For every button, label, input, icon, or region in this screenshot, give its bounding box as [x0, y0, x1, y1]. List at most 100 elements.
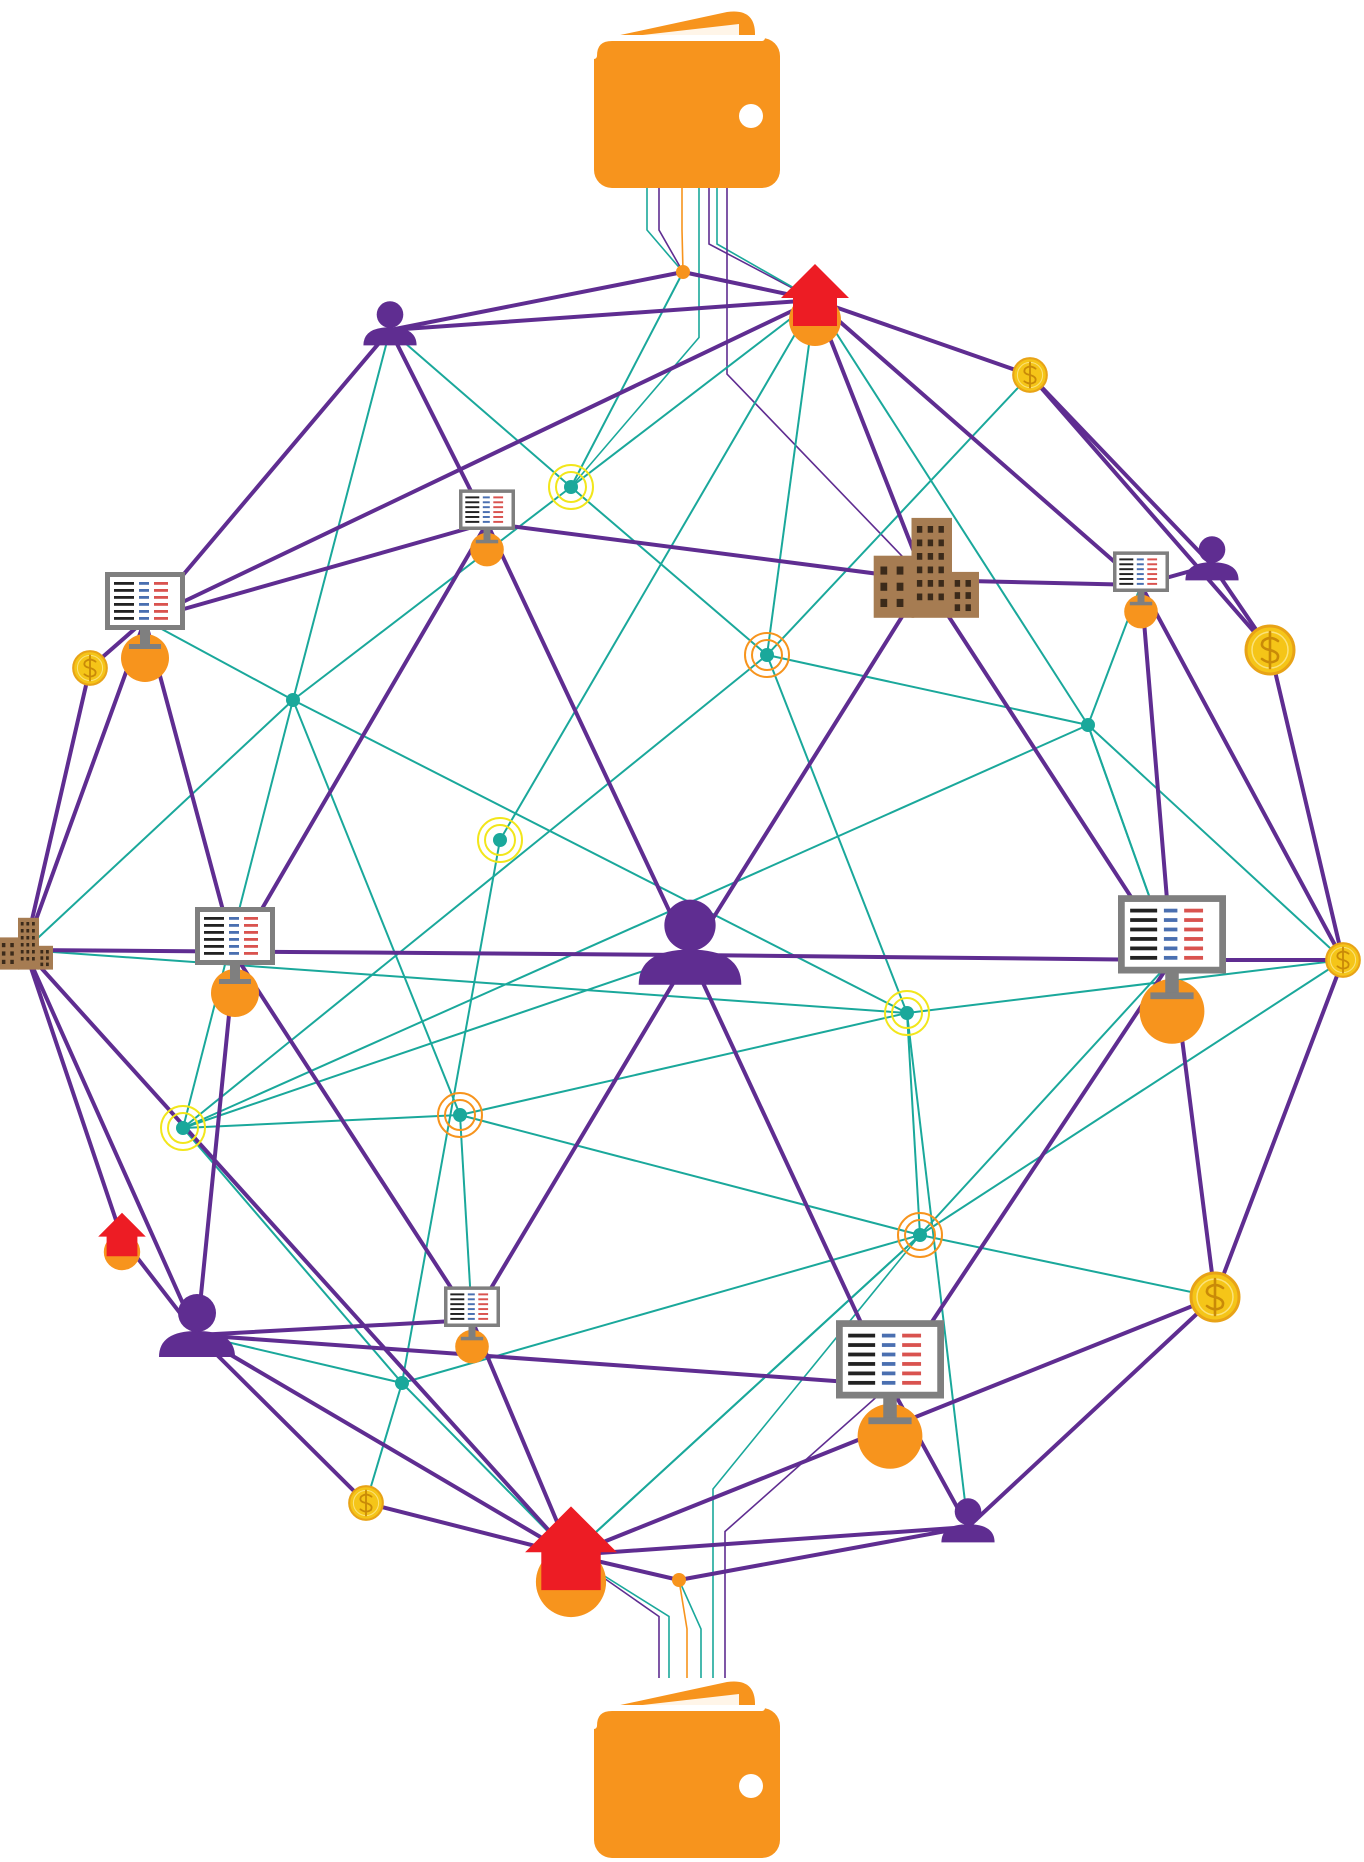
monitor-node-monitor-top-mid — [459, 489, 515, 567]
purple-edge-monitor-top-mid-to-monitor-left-mid — [233, 521, 489, 957]
monitor-node-monitor-lower-mid — [444, 1286, 500, 1364]
person-node-person-right — [1185, 536, 1239, 581]
hub-node-hub-3 — [477, 817, 523, 863]
teal-edge-hub-4-to-hub-7 — [906, 1012, 921, 1236]
teal-edge-house-top-to-hub-2 — [766, 299, 816, 656]
purple-edge-coin-far-right-to-coin-lower-right — [1213, 958, 1345, 1299]
teal-edge-dot-2-to-hub-5 — [182, 724, 1089, 1129]
monitor-node-monitor-left-mid — [195, 907, 275, 1017]
teal-edge-hub-5-to-hub-6 — [182, 1114, 461, 1129]
person-node-person-center — [638, 899, 742, 985]
feed-line-top-6 — [726, 188, 926, 581]
hub-node-hub-5 — [160, 1105, 206, 1151]
teal-edge-hub-5-to-dot-3 — [182, 1127, 403, 1384]
teal-edge-hub-1-to-dot-1 — [292, 486, 572, 701]
person-node-person-left-bottom — [159, 1294, 235, 1357]
purple-edge-coin-right-to-coin-far-right — [1268, 648, 1345, 962]
hub-node-hub-6 — [437, 1092, 483, 1138]
person-node-person-top — [363, 301, 417, 346]
monitor-node-monitor-right-mid — [1118, 895, 1226, 1044]
dot-node-dot-3 — [395, 1376, 409, 1390]
teal-edge-hub-6-to-monitor-lower-mid — [459, 1114, 473, 1321]
teal-edge-hub-3-to-dot-3 — [401, 839, 501, 1384]
feed-line-bottom-5 — [724, 1384, 891, 1678]
coin-node-coin-lower-right — [1189, 1271, 1241, 1323]
building-node-building-left — [0, 917, 53, 970]
purple-edge-person-top-to-junction-top — [388, 270, 685, 332]
feed-line-top-3 — [570, 188, 700, 488]
teal-edge-hub-7-to-house-bottom — [570, 1234, 921, 1556]
purple-edge-building-left-to-house-left-small — [23, 948, 124, 1240]
feed-line-bottom-2 — [678, 1579, 688, 1678]
nodes — [0, 264, 1361, 1618]
junction-node-junction-bottom — [672, 1573, 686, 1587]
feed-line-bottom-3 — [678, 1579, 702, 1678]
teal-edge-house-top-to-hub-3 — [499, 299, 816, 841]
purple-edge-house-top-to-coin-top-right — [813, 298, 1032, 377]
purple-edge-building-left-to-person-left-bottom — [23, 948, 199, 1337]
dot-node-dot-2 — [1081, 718, 1095, 732]
teal-edge-hub-2-to-dot-2 — [766, 654, 1089, 726]
teal-edge-house-top-to-hub-1 — [570, 299, 816, 488]
teal-edge-coin-far-right-to-hub-7 — [919, 959, 1344, 1236]
purple-edge-junction-bottom-to-person-bottom-right — [677, 1525, 970, 1582]
purple-edge-person-left-bottom-to-monitor-lower-mid — [195, 1318, 474, 1337]
purple-edge-monitor-left-mid-to-monitor-lower-mid — [233, 953, 474, 1322]
feed-line-top-2 — [681, 188, 684, 273]
purple-edge-person-left-bottom-to-monitor-lower-right — [195, 1333, 892, 1387]
purple-edge-monitor-upper-left-to-building-left — [23, 618, 147, 952]
teal-edge-person-top-to-dot-1 — [292, 329, 391, 701]
purple-edges — [23, 270, 1345, 1582]
coin-node-coin-left — [72, 650, 108, 686]
teal-edge-dot-1-to-hub-4 — [292, 699, 908, 1014]
wallet-icon — [591, 1681, 780, 1858]
teal-edge-hub-2-to-hub-4 — [766, 654, 908, 1014]
purple-edge-person-top-to-monitor-upper-left — [143, 328, 392, 622]
purple-edge-person-center-to-monitor-right-mid — [688, 953, 1174, 962]
teal-edge-dot-2-to-coin-far-right — [1087, 724, 1344, 961]
purple-edge-monitor-top-mid-to-building-mid — [485, 521, 927, 582]
teal-edge-hub-6-to-hub-4 — [459, 1012, 908, 1116]
monitor-node-monitor-upper-right — [1113, 551, 1169, 629]
wallets — [591, 11, 780, 1858]
teal-edge-hub-4-to-coin-far-right — [906, 959, 1344, 1014]
monitor-node-monitor-upper-left — [105, 572, 185, 682]
teal-edge-hub-6-to-hub-7 — [459, 1114, 921, 1236]
dot-node-dot-1 — [286, 693, 300, 707]
monitor-node-monitor-lower-right — [836, 1320, 944, 1469]
purple-edge-person-center-to-building-mid — [688, 578, 927, 957]
house-node-house-bottom — [525, 1506, 617, 1618]
purple-edge-building-left-to-person-center — [23, 948, 692, 957]
coin-node-coin-top-right — [1012, 357, 1048, 393]
purple-edge-house-top-to-monitor-upper-left — [143, 298, 817, 622]
teal-edge-hub-7-to-coin-lower-right — [919, 1234, 1216, 1298]
feed-line-top-1 — [658, 188, 684, 273]
purple-edge-monitor-left-mid-to-person-left-bottom — [195, 953, 237, 1337]
teal-edge-hub-1-to-hub-2 — [570, 486, 768, 656]
purple-edge-house-top-to-building-mid — [813, 298, 927, 582]
wallet-icon — [591, 11, 780, 188]
purple-edge-coin-top-right-to-coin-right — [1028, 373, 1272, 652]
wallet-feed-lines — [570, 188, 926, 1678]
purple-edge-person-top-to-house-top — [388, 298, 817, 332]
teal-edge-dot-1-to-building-left — [24, 699, 294, 951]
teal-edge-hub-5-to-person-center — [182, 954, 691, 1129]
hub-node-hub-7 — [897, 1212, 943, 1258]
purple-edge-monitor-upper-right-to-coin-far-right — [1139, 583, 1345, 962]
purple-edge-coin-top-right-to-person-right — [1028, 373, 1214, 567]
teal-edge-hub-2-to-hub-5 — [182, 654, 768, 1129]
teal-edge-hub-7-to-monitor-right-mid — [919, 959, 1173, 1236]
feed-line-top-4 — [708, 188, 816, 301]
building-node-building-mid — [873, 517, 979, 618]
house-node-house-left-small — [98, 1212, 146, 1271]
feed-line-bottom-4 — [712, 1234, 921, 1678]
teal-edge-building-left-to-hub-4 — [24, 949, 908, 1014]
person-node-person-bottom-right — [941, 1498, 995, 1543]
junction-node-junction-top — [676, 265, 690, 279]
teal-edge-hub-4-to-person-bottom-right — [906, 1012, 969, 1528]
purple-edge-coin-left-to-building-left — [23, 666, 92, 952]
teal-edge-monitor-upper-left-to-dot-1 — [144, 619, 294, 701]
purple-edge-monitor-top-mid-to-person-center — [485, 521, 692, 957]
